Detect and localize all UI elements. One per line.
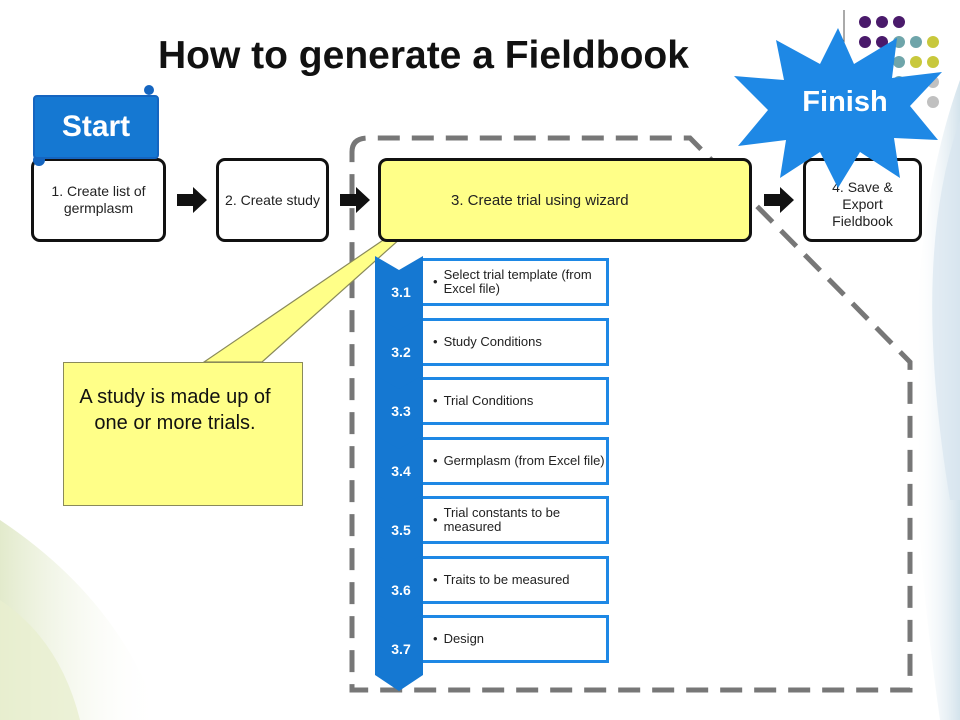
chevron-icon (375, 375, 423, 453)
right-arrow-icon (340, 187, 370, 213)
wizard-step-number: 3.1 (391, 284, 411, 300)
step-create-study[interactable]: 2. Create study (216, 158, 329, 242)
wizard-step-number: 3.2 (391, 344, 411, 360)
wizard-step-item[interactable]: • Traits to be measured (423, 556, 609, 604)
chevron-icon (375, 435, 423, 513)
step-save-export[interactable]: 4. Save & Export Fieldbook (803, 158, 922, 242)
finish-badge: Finish (802, 86, 888, 118)
starburst-icon (734, 28, 942, 188)
start-badge: Start (33, 95, 159, 159)
bullet-icon: • (433, 572, 438, 587)
wizard-step-label: Design (443, 631, 485, 646)
callout-text: A study is made up of one or more trials… (79, 386, 271, 434)
wizard-step-item[interactable]: • Design (423, 615, 609, 663)
wizard-step-item[interactable]: • Trial constants to be measured (423, 496, 609, 544)
bullet-icon: • (433, 453, 438, 468)
wizard-step-item[interactable]: • Study Conditions (423, 318, 609, 366)
wizard-step-item[interactable]: • Select trial template (from Excel file) (423, 258, 609, 306)
bullet-icon: • (433, 631, 438, 646)
right-arrow-icon (764, 187, 794, 213)
chevron-icon (375, 613, 423, 691)
wizard-step-number: 3.3 (391, 403, 411, 419)
bullet-icon: • (433, 274, 438, 289)
wizard-step-item[interactable]: • Germplasm (from Excel file) (423, 437, 609, 485)
right-arrow-icon (177, 187, 207, 213)
bullet-icon: • (433, 393, 438, 408)
step-label: 1. Create list of germplasm (51, 183, 146, 216)
step-label: 4. Save & Export Fieldbook (832, 178, 893, 229)
step-create-trial[interactable]: 3. Create trial using wizard (378, 158, 752, 242)
wizard-step-number: 3.4 (391, 463, 411, 479)
wizard-step-number: 3.5 (391, 522, 411, 538)
wizard-step-number: 3.6 (391, 582, 411, 598)
bullet-icon: • (433, 512, 438, 527)
wizard-step-label: Trial constants to be measured (443, 505, 561, 534)
step-create-germplasm[interactable]: 1. Create list of germplasm (31, 158, 166, 242)
wizard-step-number: 3.7 (391, 641, 411, 657)
wizard-step-label: Study Conditions (443, 334, 542, 349)
wizard-step-label: Trial Conditions (443, 393, 534, 408)
wizard-step-label: Germplasm (from Excel file) (443, 453, 605, 468)
wizard-step-item[interactable]: • Trial Conditions (423, 377, 609, 425)
page-title: How to generate a Fieldbook (158, 34, 689, 77)
wizard-step-label: Traits to be measured (443, 572, 570, 587)
step-label: 3. Create trial using wizard (451, 191, 629, 209)
wizard-step-label: Select trial template (from Excel file) (443, 267, 592, 296)
chevron-icon (375, 316, 423, 394)
chevron-icon (375, 494, 423, 572)
chevron-icon (375, 256, 423, 334)
callout-box (63, 362, 303, 506)
chevron-icon (375, 554, 423, 632)
bullet-icon: • (433, 334, 438, 349)
step-label: 2. Create study (225, 191, 320, 208)
